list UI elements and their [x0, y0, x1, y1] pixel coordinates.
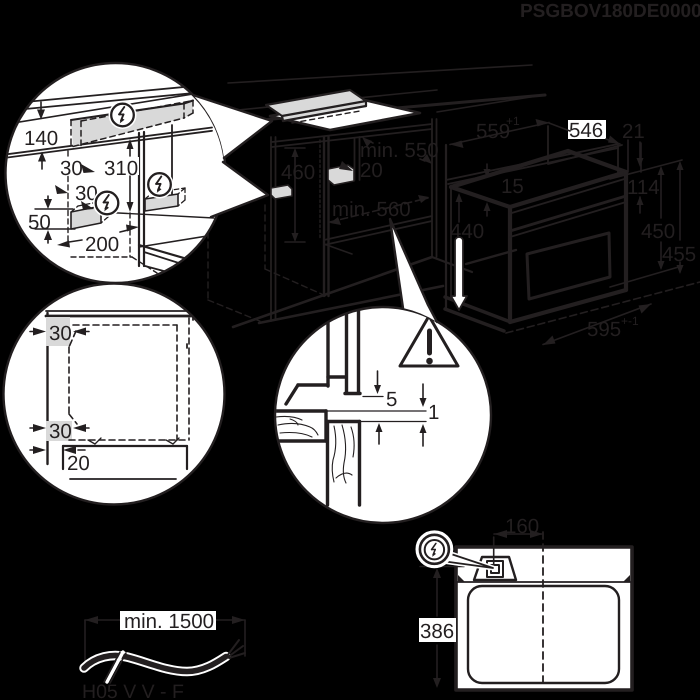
svg-text:20: 20 [67, 452, 90, 475]
svg-text:+-1: +-1 [621, 314, 639, 328]
svg-text:450: 450 [641, 220, 675, 243]
svg-text:50: 50 [28, 211, 51, 234]
svg-text:30: 30 [75, 182, 98, 205]
svg-text:21: 21 [622, 120, 645, 143]
svg-text:30: 30 [60, 157, 83, 180]
svg-text:310: 310 [104, 157, 138, 180]
svg-text:30: 30 [49, 322, 72, 345]
svg-text:386: 386 [420, 620, 454, 643]
svg-text:595: 595 [587, 318, 621, 341]
svg-text:546: 546 [569, 119, 603, 142]
svg-text:min. 550: min. 550 [360, 139, 439, 162]
svg-text:20: 20 [360, 159, 383, 182]
svg-text:1: 1 [428, 401, 439, 424]
svg-text:5: 5 [386, 388, 397, 411]
svg-text:460: 460 [281, 161, 315, 184]
svg-text:160: 160 [505, 515, 539, 538]
svg-text:114: 114 [627, 176, 660, 199]
svg-text:min. 1500: min. 1500 [124, 610, 214, 633]
svg-text:min. 560: min. 560 [332, 198, 411, 221]
svg-text:H05 V V - F: H05 V V - F [82, 681, 184, 700]
svg-text:30: 30 [49, 420, 72, 443]
svg-text:PSGBOV180DE0000J: PSGBOV180DE0000J [520, 1, 700, 22]
svg-text:455: 455 [662, 243, 696, 266]
svg-text:140: 140 [24, 127, 58, 150]
svg-text:559: 559 [476, 120, 510, 143]
svg-text:200: 200 [85, 233, 119, 256]
svg-text:15: 15 [501, 175, 524, 198]
svg-text:+1: +1 [506, 114, 520, 128]
